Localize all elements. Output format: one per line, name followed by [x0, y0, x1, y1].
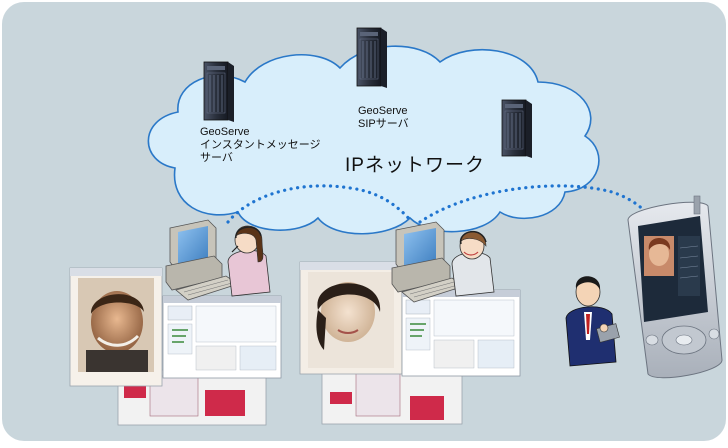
woman-operator-icon: [227, 225, 271, 297]
mobile-device-icon: [627, 195, 723, 379]
server-icon: [501, 99, 532, 158]
connection-right: [418, 184, 650, 224]
man-photo: [78, 278, 154, 372]
center-screenshots: [299, 261, 521, 425]
im-server-label-line2: インスタントメッセージ: [200, 139, 321, 151]
im-server-label: GeoServe インスタントメッセージ サーバ: [200, 126, 321, 165]
center-computer-icon: [391, 221, 465, 303]
network-cloud: [147, 45, 600, 235]
operator-icon: [451, 231, 495, 297]
sip-server-label: GeoServe SIPサーバ: [358, 105, 409, 131]
sip-server-icon: [356, 27, 387, 88]
im-server-icon: [203, 61, 234, 122]
woman-photo: [308, 272, 394, 368]
im-server-label-line3: サーバ: [200, 152, 233, 164]
sip-server-label-line2: SIPサーバ: [358, 118, 409, 130]
left-computer-icon: [165, 219, 239, 301]
network-label: IPネットワーク: [345, 155, 485, 176]
connection-left: [226, 184, 414, 224]
im-server-label-line1: GeoServe: [200, 126, 250, 138]
sip-server-label-line1: GeoServe: [358, 105, 408, 117]
businessman-icon: [565, 276, 620, 367]
